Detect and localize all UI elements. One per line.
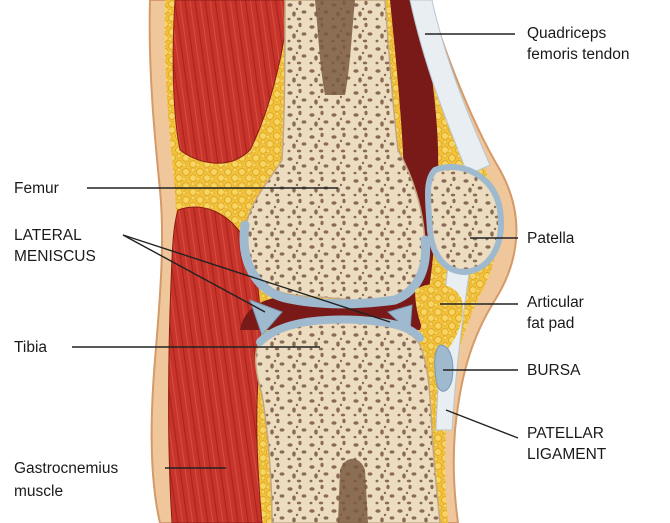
femur-label: Femur [14, 180, 59, 197]
lateral-meniscus-label-line1: LATERAL [14, 227, 82, 244]
patella-label: Patella [527, 230, 575, 247]
tibia-label: Tibia [14, 339, 47, 356]
articular-fat-pad-label-line2: fat pad [527, 315, 574, 332]
patellar-ligament-label-line2: LIGAMENT [527, 446, 607, 463]
quadriceps-label-line2: femoris tendon [527, 46, 630, 63]
bursa-label: BURSA [527, 362, 581, 379]
patellar-ligament-label-line1: PATELLAR [527, 425, 604, 442]
gastrocnemius-label-line2: muscle [14, 483, 63, 500]
patellar-ligament-leader [446, 410, 518, 438]
bursa-shape [435, 345, 453, 391]
tibia-marrow-cavity [338, 459, 368, 523]
gastrocnemius-label-line1: Gastrocnemius [14, 460, 118, 477]
patella-bone [428, 167, 501, 272]
articular-fat-pad-label-line1: Articular [527, 294, 584, 311]
quadriceps-label-line1: Quadriceps [527, 25, 607, 42]
lateral-meniscus-label-line2: MENISCUS [14, 248, 96, 265]
